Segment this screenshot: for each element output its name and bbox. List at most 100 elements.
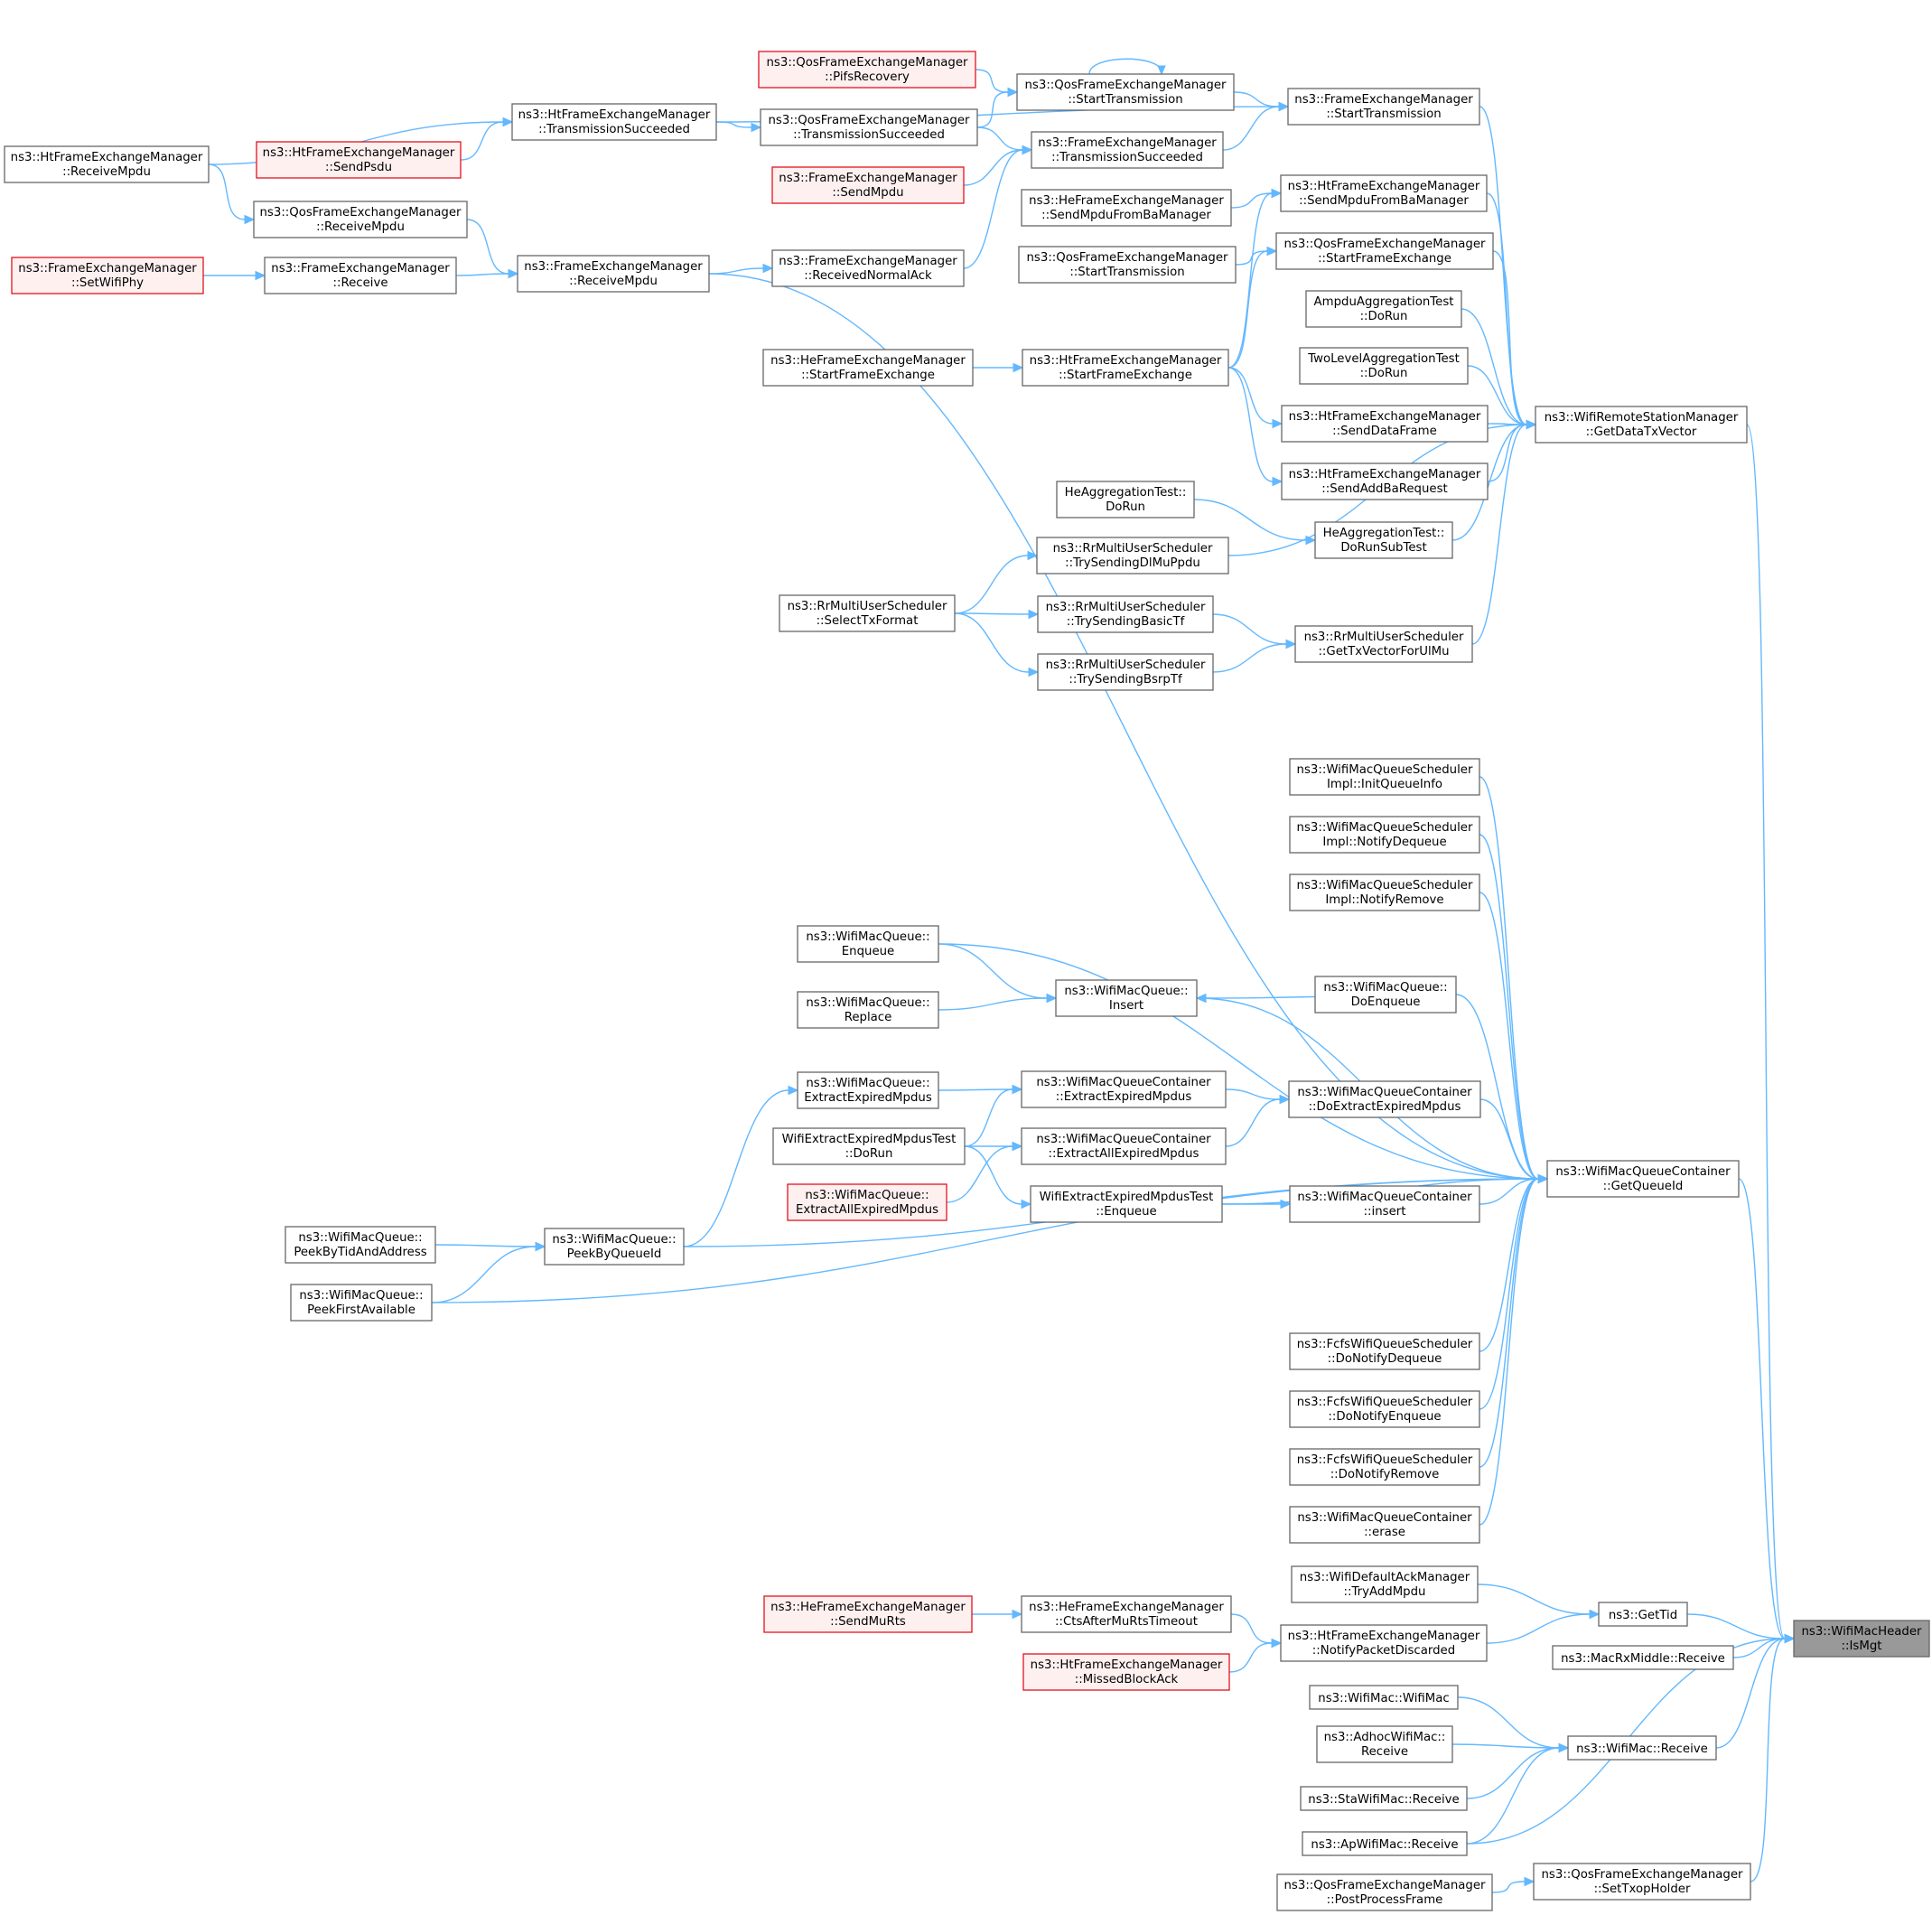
node-wmq-peekqid[interactable]: ns3::WifiMacQueue::PeekByQueueId [544,1228,685,1266]
node-wmq-enqueue[interactable]: ns3::WifiMacQueue::Enqueue [797,925,939,963]
node-qos-pifs[interactable]: ns3::QosFrameExchangeManager::PifsRecove… [758,51,976,89]
node-wmqc-doextract[interactable]: ns3::WifiMacQueueContainer::DoExtractExp… [1288,1080,1481,1118]
node-fem-receive[interactable]: ns3::FrameExchangeManager::Receive [264,257,457,294]
node-rr-bsrp[interactable]: ns3::RrMultiUserScheduler::TrySendingBsr… [1037,653,1214,691]
node-label-line2: ::Receive [332,276,387,290]
node-fem-set-phy[interactable]: ns3::FrameExchangeManager::SetWifiPhy [11,257,204,294]
node-label-line1: ns3::WifiMacQueueScheduler [1297,879,1473,892]
node-wmqc-extractall[interactable]: ns3::WifiMacQueueContainer::ExtractAllEx… [1021,1127,1227,1165]
edge-wmq-peekfirst-to-wmq-peekqid [431,1241,546,1303]
node-qos-recv-mpdu[interactable]: ns3::QosFrameExchangeManager::ReceiveMpd… [253,201,468,238]
node-wmq-peekfirst[interactable]: ns3::WifiMacQueue::PeekFirstAvailable [290,1284,433,1322]
node-heagg-subtest[interactable]: HeAggregationTest::DoRunSubTest [1314,521,1453,559]
node-label-line2: ::ReceiveMpdu [316,220,405,234]
call-edges [203,58,1796,1893]
node-label-line1: ns3::FrameExchangeManager [524,260,703,274]
node-wmqc-erase[interactable]: ns3::WifiMacQueueContainer::erase [1289,1506,1480,1544]
node-qos-postprocess[interactable]: ns3::QosFrameExchangeManager::PostProces… [1276,1873,1493,1911]
node-ht-start-fe[interactable]: ns3::HtFrameExchangeManager::StartFrameE… [1022,349,1229,387]
node-wmq-insert[interactable]: ns3::WifiMacQueue::Insert [1055,979,1198,1017]
node-wmq-extract[interactable]: ns3::WifiMacQueue::ExtractExpiredMpdus [797,1071,939,1109]
node-wmqc-extract[interactable]: ns3::WifiMacQueueContainer::ExtractExpir… [1021,1070,1227,1108]
node-ampdu-dorun[interactable]: AmpduAggregationTest::DoRun [1305,290,1462,328]
node-wifimac-receive[interactable]: ns3::WifiMac::Receive [1567,1735,1717,1761]
node-label-line1: ns3::WifiMacQueue:: [1064,985,1188,998]
edge-wmq-extractall-to-wmqc-extractall [946,1141,1023,1203]
node-rr-select[interactable]: ns3::RrMultiUserScheduler::SelectTxForma… [779,594,956,632]
node-wmqs-deq[interactable]: ns3::WifiMacQueueSchedulerImpl::NotifyDe… [1289,816,1480,854]
node-wdam-tryadd[interactable]: ns3::WifiDefaultAckManager::TryAddMpdu [1291,1565,1479,1603]
node-fem-tx-succ[interactable]: ns3::FrameExchangeManager::TransmissionS… [1031,131,1224,169]
node-label-line1: ns3::HtFrameExchangeManager [518,108,711,122]
node-fem-start-tx[interactable]: ns3::FrameExchangeManager::StartTransmis… [1287,88,1480,126]
node-label-line1: TwoLevelAggregationTest [1307,352,1460,366]
node-adhoc-receive[interactable]: ns3::AdhocWifiMac::Receive [1316,1725,1453,1763]
node-label-line2: ::DoRun [1360,367,1408,380]
node-fem-recv-ack[interactable]: ns3::FrameExchangeManager::ReceivedNorma… [771,249,965,287]
node-wmqs-init[interactable]: ns3::WifiMacQueueSchedulerImpl::InitQueu… [1289,758,1480,796]
node-fem-send-mpdu[interactable]: ns3::FrameExchangeManager::SendMpdu [771,166,965,204]
node-label-line1: ns3::HtFrameExchangeManager [1288,1630,1480,1643]
node-is-mgt[interactable]: ns3::WifiMacHeader::IsMgt [1793,1620,1930,1658]
node-ht-recv-mpdu[interactable]: ns3::HtFrameExchangeManager::ReceiveMpdu [4,145,210,183]
node-wmqc-getqid[interactable]: ns3::WifiMacQueueContainer::GetQueueId [1546,1160,1740,1198]
node-label-line1: ns3::HeFrameExchangeManager [770,354,966,368]
node-label-line2: ::SetWifiPhy [71,276,144,290]
node-wmq-extractall[interactable]: ns3::WifiMacQueue::ExtractAllExpiredMpdu… [787,1183,947,1221]
node-ht-notify-disc[interactable]: ns3::HtFrameExchangeManager::NotifyPacke… [1280,1624,1488,1662]
node-fcfs-deq[interactable]: ns3::FcfsWifiQueueScheduler::DoNotifyDeq… [1289,1332,1480,1370]
node-label-line1: ns3::FcfsWifiQueueScheduler [1297,1338,1473,1351]
node-label-line1: WifiExtractExpiredMpdusTest [782,1133,957,1146]
node-heagg-dorun[interactable]: HeAggregationTest::DoRun [1056,481,1195,518]
node-qos-start-tx[interactable]: ns3::QosFrameExchangeManager::StartTrans… [1016,73,1235,111]
node-wmq-peektid[interactable]: ns3::WifiMacQueue::PeekByTidAndAddress [285,1226,436,1264]
node-rr-gettx[interactable]: ns3::RrMultiUserScheduler::GetTxVectorFo… [1294,625,1473,663]
node-ht-send-addba[interactable]: ns3::HtFrameExchangeManager::SendAddBaRe… [1281,462,1489,500]
node-wmqc-insert[interactable]: ns3::WifiMacQueueContainer::insert [1289,1185,1480,1223]
node-he-send-murts[interactable]: ns3::HeFrameExchangeManager::SendMuRts [763,1595,973,1633]
node-he-send-ba[interactable]: ns3::HeFrameExchangeManager::SendMpduFro… [1021,189,1232,227]
node-label-line2: Insert [1109,999,1143,1013]
edge-fem-receive-to-fem-recv-mpdu [455,268,519,279]
node-macrx-receive[interactable]: ns3::MacRxMiddle::Receive [1552,1645,1734,1670]
node-qos-start-fe[interactable]: ns3::QosFrameExchangeManager::StartFrame… [1275,232,1494,270]
node-label-line1: ns3::WifiMacQueue:: [552,1233,676,1247]
node-rr-dl[interactable]: ns3::RrMultiUserScheduler::TrySendingDlM… [1036,537,1229,574]
node-ht-send-psdu[interactable]: ns3::HtFrameExchangeManager::SendPsdu [256,141,462,179]
node-ap-receive[interactable]: ns3::ApWifiMac::Receive [1302,1831,1468,1856]
edge-fem-set-phy-to-fem-receive [203,270,266,281]
edge-rr-select-to-rr-bsrp [954,612,1040,677]
node-fcfs-rem[interactable]: ns3::FcfsWifiQueueScheduler::DoNotifyRem… [1289,1448,1480,1486]
node-fcfs-enq[interactable]: ns3::FcfsWifiQueueScheduler::DoNotifyEnq… [1289,1390,1480,1428]
node-wmqs-rem[interactable]: ns3::WifiMacQueueSchedulerImpl::NotifyRe… [1289,873,1480,911]
node-wmq-replace[interactable]: ns3::WifiMacQueue::Replace [797,991,939,1029]
node-wifimac-ctor[interactable]: ns3::WifiMac::WifiMac [1309,1685,1459,1710]
node-label-line2: ExtractAllExpiredMpdus [796,1203,938,1217]
node-wmq-doenq[interactable]: ns3::WifiMacQueue::DoEnqueue [1314,976,1457,1014]
node-ht-tx-succ[interactable]: ns3::HtFrameExchangeManager::Transmissio… [511,103,717,141]
node-ht-send-data[interactable]: ns3::HtFrameExchangeManager::SendDataFra… [1281,405,1489,443]
node-label: ns3::ApWifiMac::Receive [1311,1838,1458,1852]
edge-rr-gettx-to-get-data-tx [1471,419,1537,645]
node-label-line2: DoRun [1106,500,1145,514]
node-twolevel-dorun[interactable]: TwoLevelAggregationTest::DoRun [1299,347,1469,385]
node-qos-start-tx2[interactable]: ns3::QosFrameExchangeManager::StartTrans… [1018,246,1237,284]
node-fem-recv-mpdu[interactable]: ns3::FrameExchangeManager::ReceiveMpdu [517,255,710,293]
node-ht-missed-ba[interactable]: ns3::HtFrameExchangeManager::MissedBlock… [1022,1653,1230,1691]
node-get-tid[interactable]: ns3::GetTid [1598,1602,1688,1627]
node-qos-settxop[interactable]: ns3::QosFrameExchangeManager::SetTxopHol… [1533,1863,1751,1901]
node-rr-basic[interactable]: ns3::RrMultiUserScheduler::TrySendingBas… [1037,595,1214,633]
node-he-start-fe[interactable]: ns3::HeFrameExchangeManager::StartFrameE… [762,349,974,387]
node-label-line2: ::ReceivedNormalAck [804,269,932,283]
node-label-line2: DoRunSubTest [1340,541,1426,555]
node-weemt-dorun[interactable]: WifiExtractExpiredMpdusTest::DoRun [772,1127,966,1165]
node-weemt-enqueue[interactable]: WifiExtractExpiredMpdusTest::Enqueue [1030,1185,1223,1223]
node-sta-receive[interactable]: ns3::StaWifiMac::Receive [1300,1786,1468,1811]
edge-qos-recv-mpdu-to-fem-recv-mpdu [466,219,519,279]
node-qos-tx-succ[interactable]: ns3::QosFrameExchangeManager::Transmissi… [760,108,978,146]
node-ht-send-ba[interactable]: ns3::HtFrameExchangeManager::SendMpduFro… [1280,174,1488,212]
node-he-cts-timeout[interactable]: ns3::HeFrameExchangeManager::CtsAfterMuR… [1021,1595,1232,1633]
node-get-data-tx[interactable]: ns3::WifiRemoteStationManager::GetDataTx… [1535,406,1748,444]
node-label: ns3::MacRxMiddle::Receive [1561,1652,1725,1666]
